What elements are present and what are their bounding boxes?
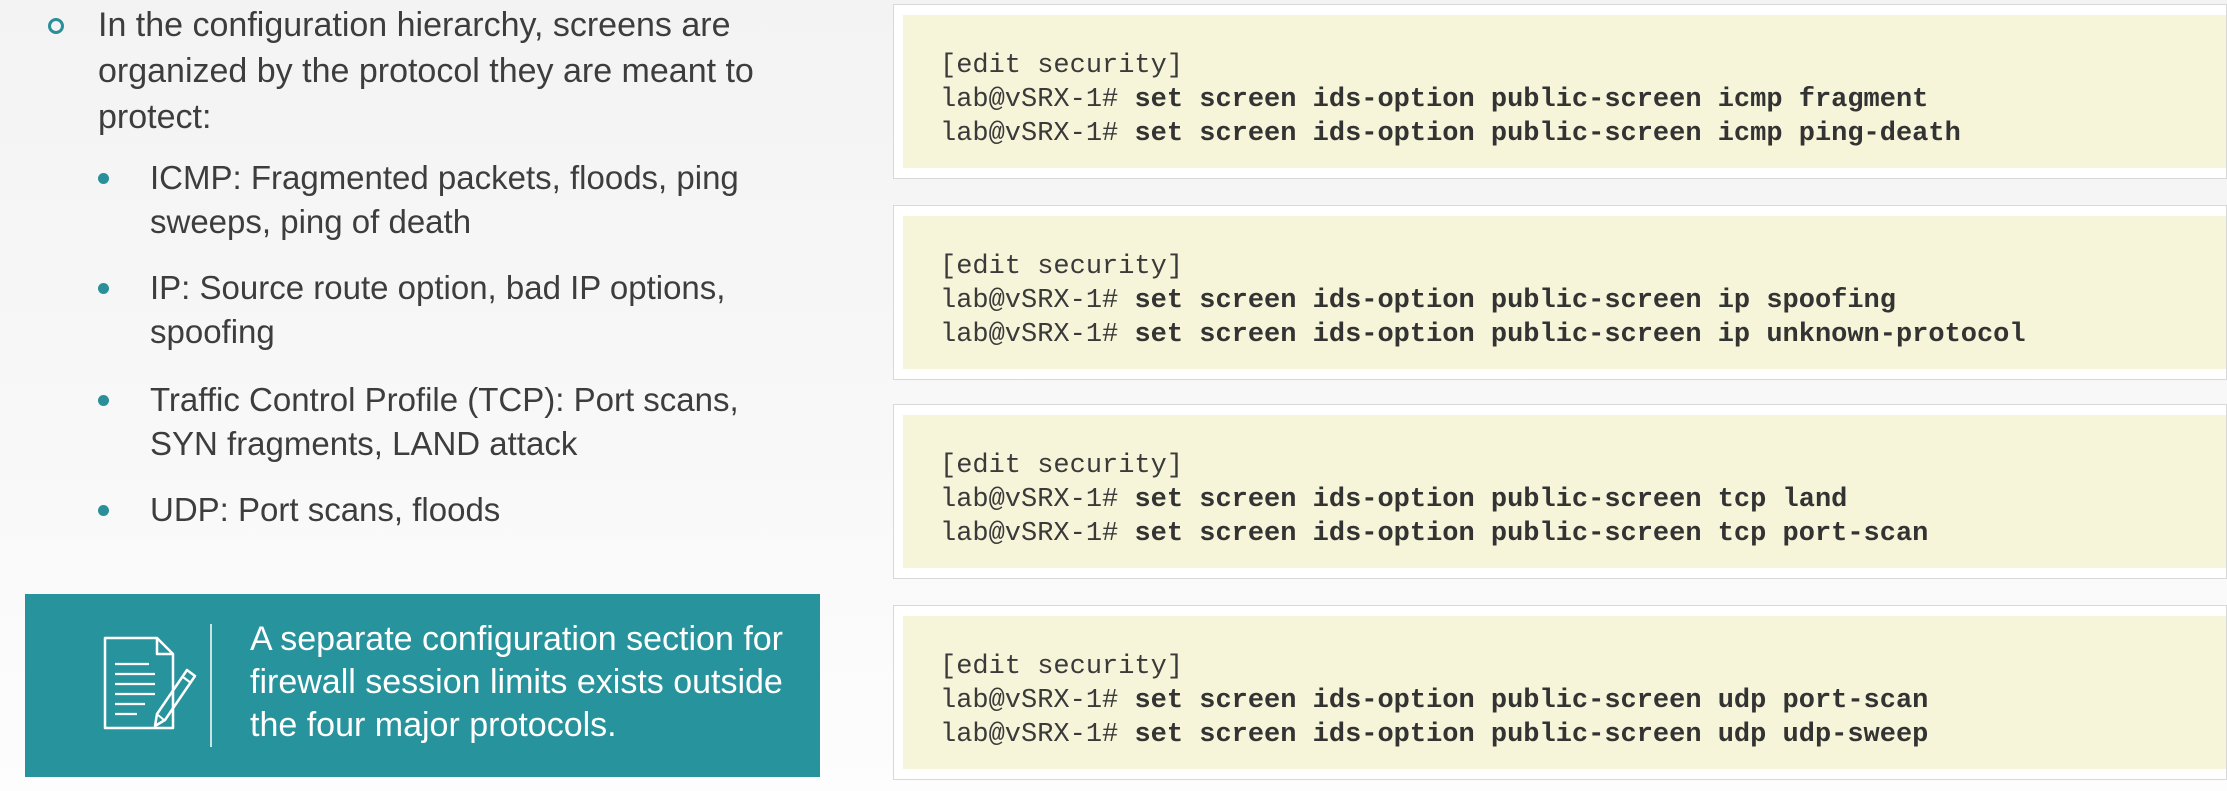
code-prompt: lab@vSRX-1# (940, 119, 1119, 149)
code-command: set screen ids-option public-screen icmp… (1134, 85, 1929, 115)
code-command: set screen ids-option public-screen udp … (1134, 686, 1929, 716)
code-command: set screen ids-option public-screen ip s… (1134, 286, 1896, 316)
code-block: [edit security] lab@vSRX-1# set screen i… (903, 415, 2226, 568)
list-item-text: IP: Source route option, bad IP options,… (150, 269, 726, 350)
code-text: [edit security] lab@vSRX-1# set screen i… (940, 250, 2026, 352)
code-prompt: lab@vSRX-1# (940, 286, 1119, 316)
code-panel-ip: [edit security] lab@vSRX-1# set screen i… (893, 205, 2227, 380)
list-item: UDP: Port scans, floods (98, 488, 750, 532)
document-edit-icon (103, 636, 197, 730)
dot-bullet-icon (98, 173, 109, 184)
code-prompt: lab@vSRX-1# (940, 686, 1119, 716)
code-text: [edit security] lab@vSRX-1# set screen i… (940, 49, 1961, 151)
code-command: set screen ids-option public-screen icmp… (1134, 119, 1961, 149)
note-callout: A separate configuration section for fir… (25, 594, 820, 777)
code-context: [edit security] (940, 51, 1184, 81)
code-block: [edit security] lab@vSRX-1# set screen i… (903, 616, 2226, 769)
intro-bullet: In the configuration hierarchy, screens … (48, 2, 838, 140)
code-command: set screen ids-option public-screen tcp … (1134, 519, 1929, 549)
ring-bullet-icon (48, 18, 64, 34)
code-text: [edit security] lab@vSRX-1# set screen i… (940, 449, 1928, 551)
code-command: set screen ids-option public-screen tcp … (1134, 485, 1848, 515)
code-block: [edit security] lab@vSRX-1# set screen i… (903, 216, 2226, 369)
left-column: In the configuration hierarchy, screens … (0, 0, 840, 791)
dot-bullet-icon (98, 283, 109, 294)
code-prompt: lab@vSRX-1# (940, 85, 1119, 115)
code-command: set screen ids-option public-screen udp … (1134, 720, 1929, 750)
code-context: [edit security] (940, 652, 1184, 682)
code-prompt: lab@vSRX-1# (940, 320, 1119, 350)
code-context: [edit security] (940, 451, 1184, 481)
note-text: A separate configuration section for fir… (250, 620, 783, 744)
intro-text: In the configuration hierarchy, screens … (98, 6, 754, 136)
code-block: [edit security] lab@vSRX-1# set screen i… (903, 15, 2226, 168)
list-item: IP: Source route option, bad IP options,… (98, 266, 750, 354)
code-prompt: lab@vSRX-1# (940, 519, 1119, 549)
code-command: set screen ids-option public-screen ip u… (1134, 320, 2026, 350)
code-prompt: lab@vSRX-1# (940, 720, 1119, 750)
code-prompt: lab@vSRX-1# (940, 485, 1119, 515)
dot-bullet-icon (98, 505, 109, 516)
code-panel-tcp: [edit security] lab@vSRX-1# set screen i… (893, 404, 2227, 579)
code-panel-udp: [edit security] lab@vSRX-1# set screen i… (893, 605, 2227, 780)
note-divider (210, 624, 212, 747)
dot-bullet-icon (98, 395, 109, 406)
list-item-text: Traffic Control Profile (TCP): Port scan… (150, 381, 739, 462)
list-item: ICMP: Fragmented packets, floods, ping s… (98, 156, 750, 244)
code-context: [edit security] (940, 252, 1184, 282)
list-item: Traffic Control Profile (TCP): Port scan… (98, 378, 790, 466)
list-item-text: UDP: Port scans, floods (150, 491, 501, 528)
list-item-text: ICMP: Fragmented packets, floods, ping s… (150, 159, 739, 240)
code-text: [edit security] lab@vSRX-1# set screen i… (940, 650, 1928, 752)
code-panel-icmp: [edit security] lab@vSRX-1# set screen i… (893, 4, 2227, 179)
